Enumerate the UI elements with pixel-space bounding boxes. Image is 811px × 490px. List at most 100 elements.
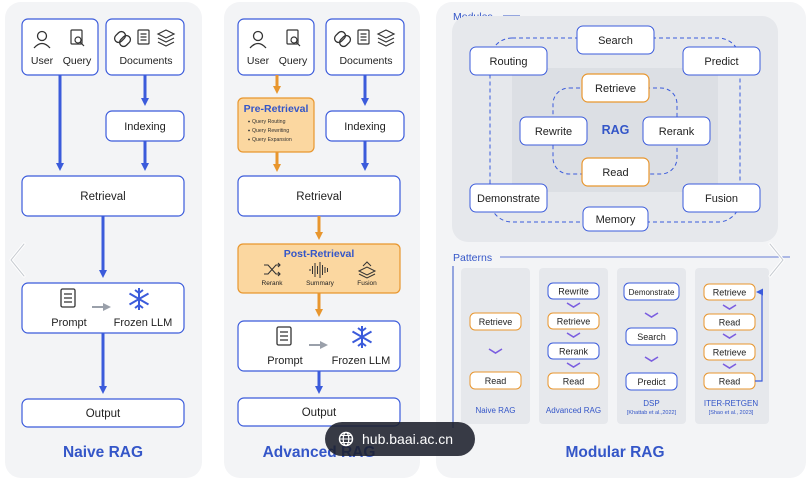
naive-output-label: Output <box>86 408 121 420</box>
snowflake-icon <box>128 288 150 310</box>
bullet <box>248 120 250 123</box>
module-routing <box>469 46 548 76</box>
naive-pattern-retrieve <box>469 312 522 331</box>
dsp-pattern-name: DSP <box>643 399 659 408</box>
naive-pattern-retrieve-label: Retrieve <box>479 317 513 327</box>
adv-user-label: User <box>247 55 270 67</box>
advanced-rag-panel: User Query Documents Pre-Retrieval Query… <box>224 2 420 478</box>
document-icon <box>137 29 150 45</box>
globe-icon <box>338 431 354 447</box>
post-item-fusion: Fusion <box>357 280 377 287</box>
iter-pattern-retrieve-1-label: Retrieve <box>713 288 747 298</box>
shuffle-icon <box>264 262 281 277</box>
post-item-summary: Summary <box>306 280 335 287</box>
naive-pattern-name: Naive RAG <box>475 406 515 415</box>
module-fusion <box>682 183 761 213</box>
adv-pattern-rerank-label: Rerank <box>559 347 589 357</box>
modular-rag-title: Modular RAG <box>565 444 664 461</box>
adv-retrieval-label: Retrieval <box>296 191 341 203</box>
chevron-down-icon <box>488 348 503 354</box>
next-slide-button[interactable] <box>764 240 788 280</box>
bullet <box>248 138 250 141</box>
iter-pattern-cite: [Shao et al., 2023] <box>709 410 754 416</box>
iter-pattern-retrieve-1 <box>703 283 756 301</box>
adv-pattern-read-label: Read <box>563 377 585 387</box>
module-predict-label: Predict <box>704 56 738 68</box>
iter-pattern-read-1 <box>703 313 756 331</box>
iter-pattern-read-1-label: Read <box>719 318 741 328</box>
naive-pattern-read <box>469 371 522 390</box>
iter-pattern-read-2-label: Read <box>719 377 741 387</box>
modular-rag-panel: Modules Search Routing Predict Demonstra… <box>436 2 806 478</box>
chevron-down-icon <box>566 362 581 368</box>
naive-query-label: Query <box>63 55 92 67</box>
inner-rag-area <box>512 68 718 192</box>
module-fusion-label: Fusion <box>705 193 738 205</box>
module-rewrite <box>519 116 588 146</box>
chevron-left-icon <box>9 242 26 278</box>
adv-pattern-retrieve <box>547 312 600 330</box>
layers-icon <box>376 29 396 47</box>
adv-indexing-label: Indexing <box>344 121 386 133</box>
waveform-icon <box>309 262 328 278</box>
dsp-pattern-demonstrate <box>623 282 680 301</box>
pre-item-routing: Query Routing <box>252 119 286 125</box>
iter-pattern-retrieve-2 <box>703 343 756 361</box>
outer-dashed-loop <box>489 37 741 223</box>
dsp-pattern-demonstrate-label: Demonstrate <box>629 288 675 297</box>
adv-documents-label: Documents <box>339 55 392 67</box>
adv-query-label: Query <box>279 55 308 67</box>
chevron-down-icon <box>644 356 659 362</box>
module-rag-label: RAG <box>602 123 630 137</box>
module-search-label: Search <box>598 35 633 47</box>
query-doc-icon <box>70 29 85 47</box>
dsp-pattern-predict-label: Predict <box>637 377 666 387</box>
iter-pattern-name: ITER-RETGEN <box>704 399 758 408</box>
post-item-rerank: Rerank <box>262 280 284 287</box>
module-routing-label: Routing <box>490 56 528 68</box>
adv-output-label: Output <box>302 407 337 419</box>
module-read <box>581 157 650 187</box>
layers-icon <box>156 29 176 47</box>
naive-prompt-label: Prompt <box>51 317 86 329</box>
adv-pattern-rewrite-label: Rewrite <box>558 287 589 297</box>
link-icon <box>113 30 132 48</box>
prompt-doc-icon <box>276 326 292 346</box>
link-icon <box>333 30 352 48</box>
module-predict <box>682 46 761 76</box>
module-rerank-label: Rerank <box>659 126 695 138</box>
adv-pattern-rerank <box>547 342 600 360</box>
chevron-down-icon <box>722 304 737 310</box>
prompt-doc-icon <box>60 288 76 308</box>
module-rerank <box>642 116 711 146</box>
dsp-pattern-search <box>625 327 678 346</box>
previous-slide-button[interactable] <box>6 240 30 280</box>
naive-indexing-label: Indexing <box>124 121 166 133</box>
watermark-badge: hub.baai.ac.cn <box>325 422 475 456</box>
module-demonstrate-label: Demonstrate <box>477 193 540 205</box>
adv-pattern-name: Advanced RAG <box>546 406 601 415</box>
post-retrieval-label: Post-Retrieval <box>284 248 355 260</box>
pre-item-expansion: Query Expansion <box>252 137 292 143</box>
naive-documents-label: Documents <box>119 55 172 67</box>
user-icon <box>33 30 51 49</box>
dsp-pattern-predict <box>625 372 678 391</box>
adv-frozen-llm-label: Frozen LLM <box>332 355 391 367</box>
chevron-down-icon <box>566 332 581 338</box>
pre-retrieval-label: Pre-Retrieval <box>244 103 309 115</box>
module-read-label: Read <box>602 167 628 179</box>
snowflake-icon <box>351 326 373 348</box>
module-memory <box>582 206 649 232</box>
naive-frozen-llm-label: Frozen LLM <box>114 317 173 329</box>
chevron-down-icon <box>566 302 581 308</box>
chevron-down-icon <box>722 363 737 369</box>
stack-icon <box>357 261 377 279</box>
chevron-down-icon <box>722 333 737 339</box>
naive-pattern-read-label: Read <box>485 376 507 386</box>
module-rewrite-label: Rewrite <box>535 126 572 138</box>
adv-pattern-read <box>547 372 600 390</box>
chevron-right-icon <box>768 242 785 278</box>
adv-prompt-label: Prompt <box>267 355 302 367</box>
bullet <box>248 129 250 132</box>
